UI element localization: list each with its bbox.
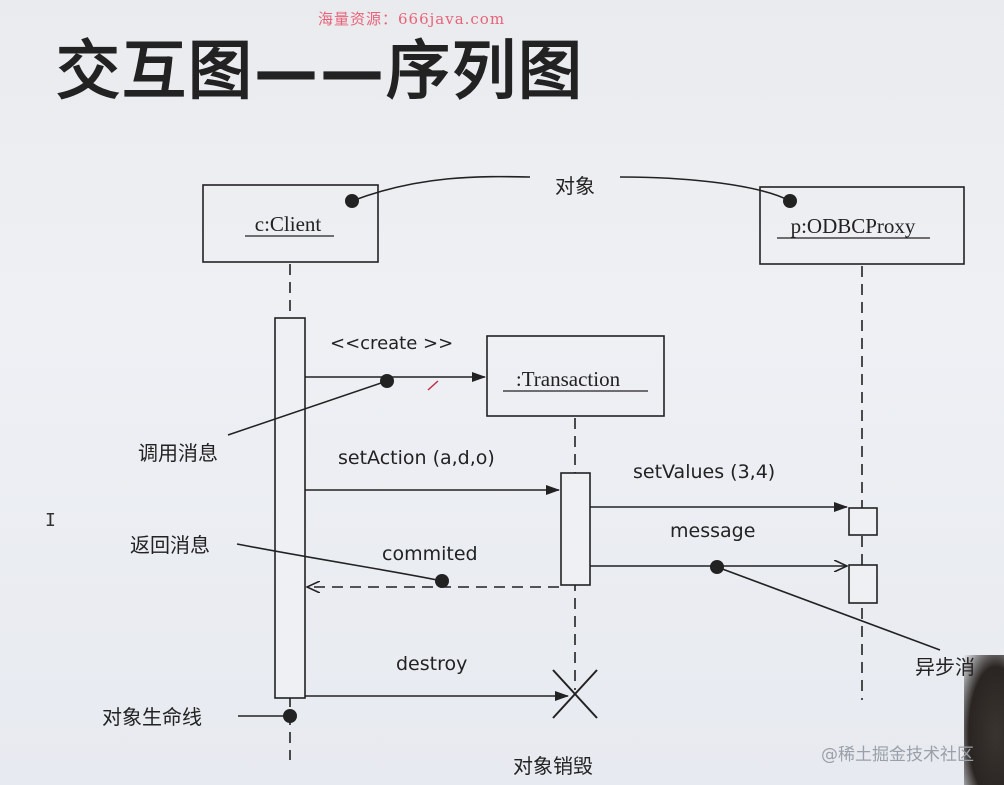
proxy-activation-2 bbox=[848, 564, 878, 604]
call-message-label: 调用消息 bbox=[138, 441, 218, 465]
commited-label: commited bbox=[382, 543, 478, 565]
client-activation bbox=[274, 317, 306, 699]
destroy-message: destroy bbox=[305, 653, 569, 701]
pencil-mark-icon bbox=[427, 380, 439, 391]
presenter-silhouette bbox=[964, 655, 1004, 785]
set-values-label: setValues (3,4) bbox=[633, 461, 775, 483]
watermark-bottom: @稀土掘金技术社区 bbox=[821, 745, 974, 765]
return-message-annotation: 返回消息 bbox=[130, 533, 449, 588]
set-values-message: setValues (3,4) bbox=[590, 461, 848, 512]
proxy-activation-1 bbox=[848, 507, 878, 536]
object-transaction: :Transaction bbox=[486, 335, 665, 417]
object-client: c:Client bbox=[202, 184, 379, 263]
object-proxy: p:ODBCProxy bbox=[759, 186, 965, 265]
async-message-annotation: 异步消 bbox=[710, 560, 975, 679]
create-message: <<create >> bbox=[305, 333, 486, 382]
create-message-label: <<create >> bbox=[330, 333, 453, 354]
set-action-label: setAction (a,d,o) bbox=[338, 447, 495, 469]
transaction-activation bbox=[560, 472, 591, 586]
page-title: 交互图——序列图 bbox=[56, 35, 584, 109]
object-annotation-label: 对象 bbox=[555, 174, 595, 198]
return-message-label: 返回消息 bbox=[130, 533, 210, 557]
lifeline-annotation: 对象生命线 bbox=[102, 705, 297, 729]
watermark-top: 海量资源：666java.com bbox=[318, 10, 506, 28]
object-proxy-label: p:ODBCProxy bbox=[791, 214, 916, 238]
call-message-annotation: 调用消息 bbox=[138, 374, 394, 465]
async-message-label: message bbox=[670, 520, 755, 542]
object-annotation: 对象 bbox=[345, 174, 797, 208]
object-client-label: c:Client bbox=[255, 212, 322, 236]
text-cursor-icon: I bbox=[45, 510, 56, 531]
lifeline-label: 对象生命线 bbox=[102, 705, 202, 729]
destruction-x-icon bbox=[552, 669, 598, 719]
destroy-label: destroy bbox=[396, 653, 467, 675]
object-transaction-label: :Transaction bbox=[516, 367, 621, 391]
async-message: message bbox=[590, 520, 847, 566]
set-action-message: setAction (a,d,o) bbox=[305, 447, 560, 495]
destruction-label: 对象销毁 bbox=[513, 754, 593, 778]
return-message: commited bbox=[307, 543, 559, 587]
